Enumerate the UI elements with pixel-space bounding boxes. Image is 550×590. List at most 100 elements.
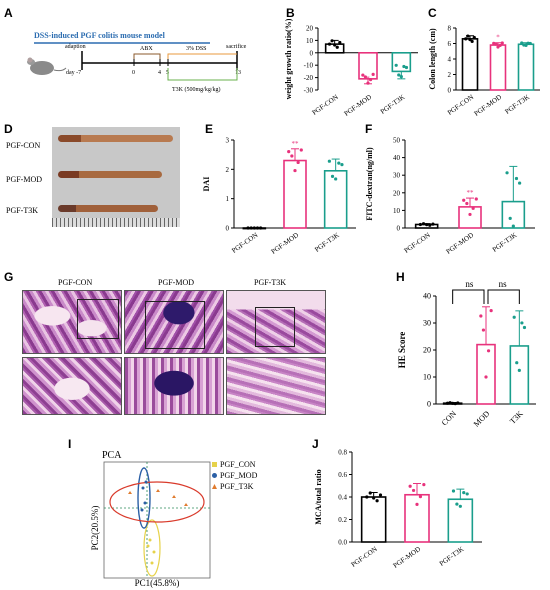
data-point-j-2 <box>451 489 456 493</box>
data-point-b-1 <box>368 78 373 82</box>
colon-mod <box>58 171 162 178</box>
data-point-f-2 <box>505 171 509 175</box>
x-tick-label-b-1: PGF-MOD <box>343 93 373 118</box>
y-tick-label: 0 <box>427 400 431 409</box>
data-point-j-0 <box>365 495 369 499</box>
panel-a-timeline: DSS-induced PGF colitis mouse model adap… <box>27 31 247 93</box>
y-tick-label: 6 <box>448 40 452 48</box>
data-point-c-2 <box>520 41 524 45</box>
ruler <box>52 218 180 227</box>
pca-ylabel: PC2(20.5%) <box>90 506 100 551</box>
zoom-box-mod <box>145 301 205 349</box>
data-point-f-2 <box>511 224 515 228</box>
data-point-b-0 <box>330 39 334 43</box>
pca-title: PCA <box>102 450 122 461</box>
y-tick-label: 4 <box>448 56 452 64</box>
y-axis-label-f: FITC-dextran(ng/ml) <box>365 147 374 221</box>
data-point-h-0 <box>448 401 452 405</box>
histo-con-high <box>22 357 122 415</box>
tick-4: 4 <box>158 70 161 76</box>
data-point-b-0 <box>333 43 337 47</box>
histo-t3k-low <box>226 290 326 354</box>
x-tick-label-b-0: PGF-CON <box>311 93 340 117</box>
y-tick-label: 10 <box>423 373 431 382</box>
x-tick-label-j-0: PGF-CON <box>350 545 379 569</box>
y-tick-label: 0.4 <box>338 494 347 502</box>
data-point-c-0 <box>470 39 474 44</box>
pca-xlabel: PC1(45.8%) <box>135 578 180 588</box>
data-point-f-0 <box>418 222 422 227</box>
y-tick-label: 0 <box>310 49 314 57</box>
adaption-label: adaption <box>65 44 86 50</box>
tick-0: 0 <box>132 70 135 76</box>
bar-j-0 <box>360 496 387 543</box>
y-tick-label: 8 <box>448 25 452 33</box>
y-tick-label: 2 <box>226 166 230 174</box>
dss-bracket <box>167 53 237 60</box>
panel-label-d: D <box>4 122 13 136</box>
bar-c-0 <box>461 38 479 91</box>
data-point-h-1 <box>486 349 491 353</box>
t3k-bracket <box>167 68 238 81</box>
y-tick-label: 30 <box>423 319 431 328</box>
data-point-b-0 <box>327 42 332 46</box>
data-point-e-0 <box>252 226 256 230</box>
data-point-h-1 <box>481 328 486 332</box>
y-tick-label: 20 <box>306 25 314 33</box>
histo-header-mod: PGF-MOD <box>158 278 195 287</box>
data-point-e-0 <box>249 226 253 230</box>
legend-swatch-t3k <box>212 484 217 489</box>
data-point-b-2 <box>399 74 403 79</box>
legend-mod: PGF_MOD <box>220 471 258 480</box>
panel-label-a: A <box>4 6 13 20</box>
histo-t3k-high <box>226 357 326 415</box>
abx-bracket <box>133 53 161 60</box>
bar-c-2 <box>517 43 535 91</box>
bar-f-2 <box>501 200 526 229</box>
zoom-box-t3k <box>255 307 295 347</box>
data-point-j-2 <box>458 504 462 508</box>
data-point-f-2 <box>514 176 519 181</box>
data-point-c-0 <box>466 34 470 38</box>
data-point-j-1 <box>415 502 419 506</box>
data-point-f-0 <box>431 222 435 226</box>
y-tick-label: 20 <box>393 189 401 197</box>
y-axis-label-e: DAI <box>202 177 211 192</box>
y-tick-label: -20 <box>304 74 314 82</box>
bar-f-1 <box>458 206 482 229</box>
data-point-e-1 <box>299 148 303 152</box>
data-point-e-1 <box>287 150 291 154</box>
significance-b-1: * <box>366 75 370 83</box>
pca-frame <box>103 461 211 579</box>
data-point-f-0 <box>425 223 429 227</box>
data-point-h-2 <box>517 368 521 372</box>
timeline-title: DSS-induced PGF colitis mouse model <box>34 31 166 40</box>
y-tick-label: -30 <box>304 87 314 95</box>
legend-t3k: PGF_T3K <box>220 482 254 491</box>
data-point-h-2 <box>520 321 524 325</box>
y-tick-label: 1 <box>226 195 230 203</box>
data-point-h-0 <box>451 401 455 405</box>
x-tick-label-e-1: PGF-MOD <box>270 231 300 256</box>
sacrifice-label: sacrifice <box>226 43 247 50</box>
x-tick-label-h-0: CON <box>440 409 458 427</box>
data-point-j-0 <box>378 493 383 497</box>
significance-c-1: * <box>496 34 500 42</box>
significance-e-1: ** <box>292 140 300 148</box>
data-point-f-1 <box>474 197 478 201</box>
data-point-e-1 <box>293 168 297 173</box>
data-point-b-0 <box>338 40 342 45</box>
y-tick-label: 2 <box>448 71 452 79</box>
x-tick-label-e-2: PGF-T3K <box>313 231 341 254</box>
y-tick-label: 30 <box>393 172 401 180</box>
y-tick-label: 0 <box>226 225 230 233</box>
data-point-j-2 <box>462 491 466 495</box>
t3k-dose-label: T3K (500mg/kg/kg) <box>172 86 221 93</box>
y-tick-label: 0 <box>448 87 452 95</box>
bar-h-2 <box>509 345 530 405</box>
bar-e-2 <box>323 169 348 229</box>
data-point-e-2 <box>334 177 338 181</box>
ellipse-mod <box>137 467 151 529</box>
